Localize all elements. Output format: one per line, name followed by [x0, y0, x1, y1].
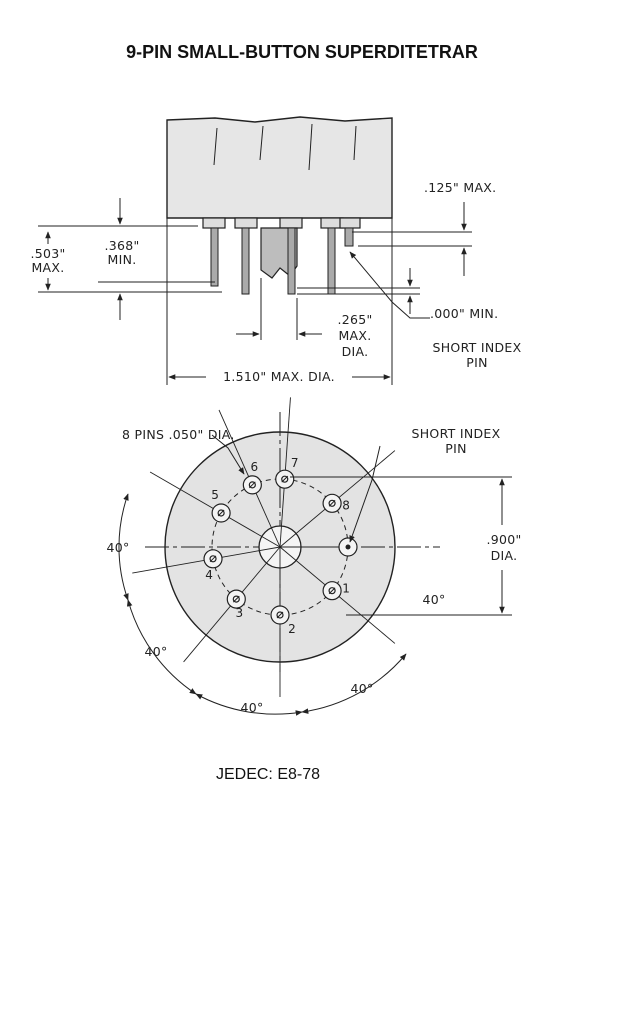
short-index-pin — [344, 227, 354, 247]
pin-tick — [248, 481, 256, 489]
pin-dot — [217, 509, 225, 517]
pin-dot — [248, 481, 256, 489]
label-265-dia: DIA. — [342, 344, 369, 359]
label-angle-lower-left: 40° — [144, 644, 167, 659]
pin-tick — [328, 587, 336, 595]
label-900-dia: DIA. — [491, 548, 518, 563]
pin-number-label: 6 — [251, 460, 259, 474]
label-bottom-short-index: SHORT INDEX — [412, 426, 501, 441]
pin-lead — [327, 227, 336, 295]
label-265-max: MAX. — [338, 328, 371, 343]
pin-lead — [210, 227, 219, 287]
index-pin-dot — [345, 544, 351, 550]
label-angle-lower-right: 40° — [350, 681, 373, 696]
pin-dot — [276, 611, 284, 619]
pin-number-label: 3 — [235, 606, 243, 620]
label-265: .265" — [337, 312, 372, 327]
label-pins-dia: 8 PINS .050" DIA. — [122, 427, 235, 442]
pin-tick — [328, 499, 336, 507]
label-900: .900" — [486, 532, 521, 547]
pin-dot — [328, 587, 336, 595]
pin-dot — [232, 595, 240, 603]
label-short-index: SHORT INDEX — [433, 340, 522, 355]
label-000-min: .000" MIN. — [430, 306, 498, 321]
pin-tick — [209, 555, 217, 563]
side-view: .125" MAX. .503" MAX. .368" MIN. .265" M… — [30, 116, 522, 385]
label-short-index-pin: PIN — [466, 355, 487, 370]
label-503: .503" — [30, 246, 65, 261]
pin-lead — [241, 227, 250, 295]
bottom-view: 1 2 3 4 5 6 7 8 8 PINS .050" DIA. SHORT INDEX P… — [106, 397, 521, 716]
pin-number-label: 1 — [342, 582, 350, 596]
label-bottom-short-index-pin: PIN — [445, 441, 466, 456]
pin-number-label: 4 — [205, 568, 213, 582]
pin-dot — [328, 499, 336, 507]
pin-number-label: 7 — [291, 456, 299, 470]
pin-tick — [217, 509, 225, 517]
pin-tick — [232, 595, 240, 603]
pin-dot — [281, 475, 289, 483]
label-125-max: .125" MAX. — [424, 180, 496, 195]
pin-number-label: 5 — [211, 488, 219, 502]
pin-lead — [287, 227, 296, 295]
pin-number-label: 2 — [288, 622, 296, 636]
label-angle-right: 40° — [422, 592, 445, 607]
tube-envelope — [166, 116, 393, 219]
label-368: .368" — [104, 238, 139, 253]
label-368-min: MIN. — [108, 252, 137, 267]
pin-dot — [209, 555, 217, 563]
pin-tick — [276, 611, 284, 619]
label-angle-left: 40° — [106, 540, 129, 555]
jedec-designation: JEDEC: E8-78 — [216, 766, 320, 783]
diagram-title: 9-PIN SMALL-BUTTON SUPERDITETRAR — [126, 42, 478, 62]
pin-number-label: 8 — [342, 498, 350, 512]
label-503-max: MAX. — [31, 260, 64, 275]
label-angle-bottom: 40° — [240, 700, 263, 715]
label-1510-dia: 1.510" MAX. DIA. — [223, 369, 335, 384]
pin-tick — [281, 475, 289, 483]
